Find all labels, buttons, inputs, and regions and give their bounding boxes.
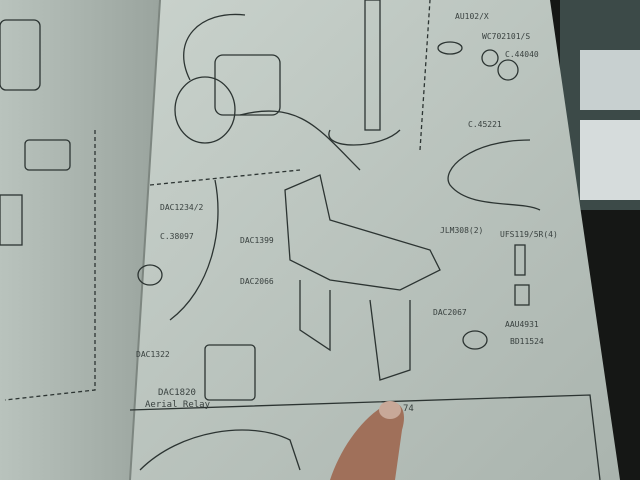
label-au102x: AU102/X xyxy=(455,12,489,21)
label-bd11524: BD11524 xyxy=(510,337,544,346)
label-dac1322: DAC1322 xyxy=(136,350,170,359)
parts-drawing xyxy=(0,0,601,480)
right-page xyxy=(130,0,620,480)
label-dac1820: DAC1820 xyxy=(158,388,196,398)
label-c45221: C.45221 xyxy=(468,120,502,129)
label-dac1399: DAC1399 xyxy=(240,236,274,245)
label-dac2066: DAC2066 xyxy=(240,277,274,286)
page-reference: 74 xyxy=(403,404,414,414)
label-aau4931: AAU4931 xyxy=(505,320,539,329)
label-ufs119: UFS119/5R(4) xyxy=(500,230,558,239)
finger xyxy=(330,402,405,480)
label-jlm308: JLM308(2) xyxy=(440,226,484,235)
left-page xyxy=(0,0,160,480)
label-dac2067: DAC2067 xyxy=(433,308,467,317)
label-c44040: C.44040 xyxy=(505,50,539,59)
label-c38097: C.38097 xyxy=(160,232,194,241)
label-aerial-relay: Aerial Relay xyxy=(145,400,211,410)
label-dac1234: DAC1234/2 xyxy=(160,203,204,212)
label-wc702101s: WC702101/S xyxy=(482,32,531,41)
